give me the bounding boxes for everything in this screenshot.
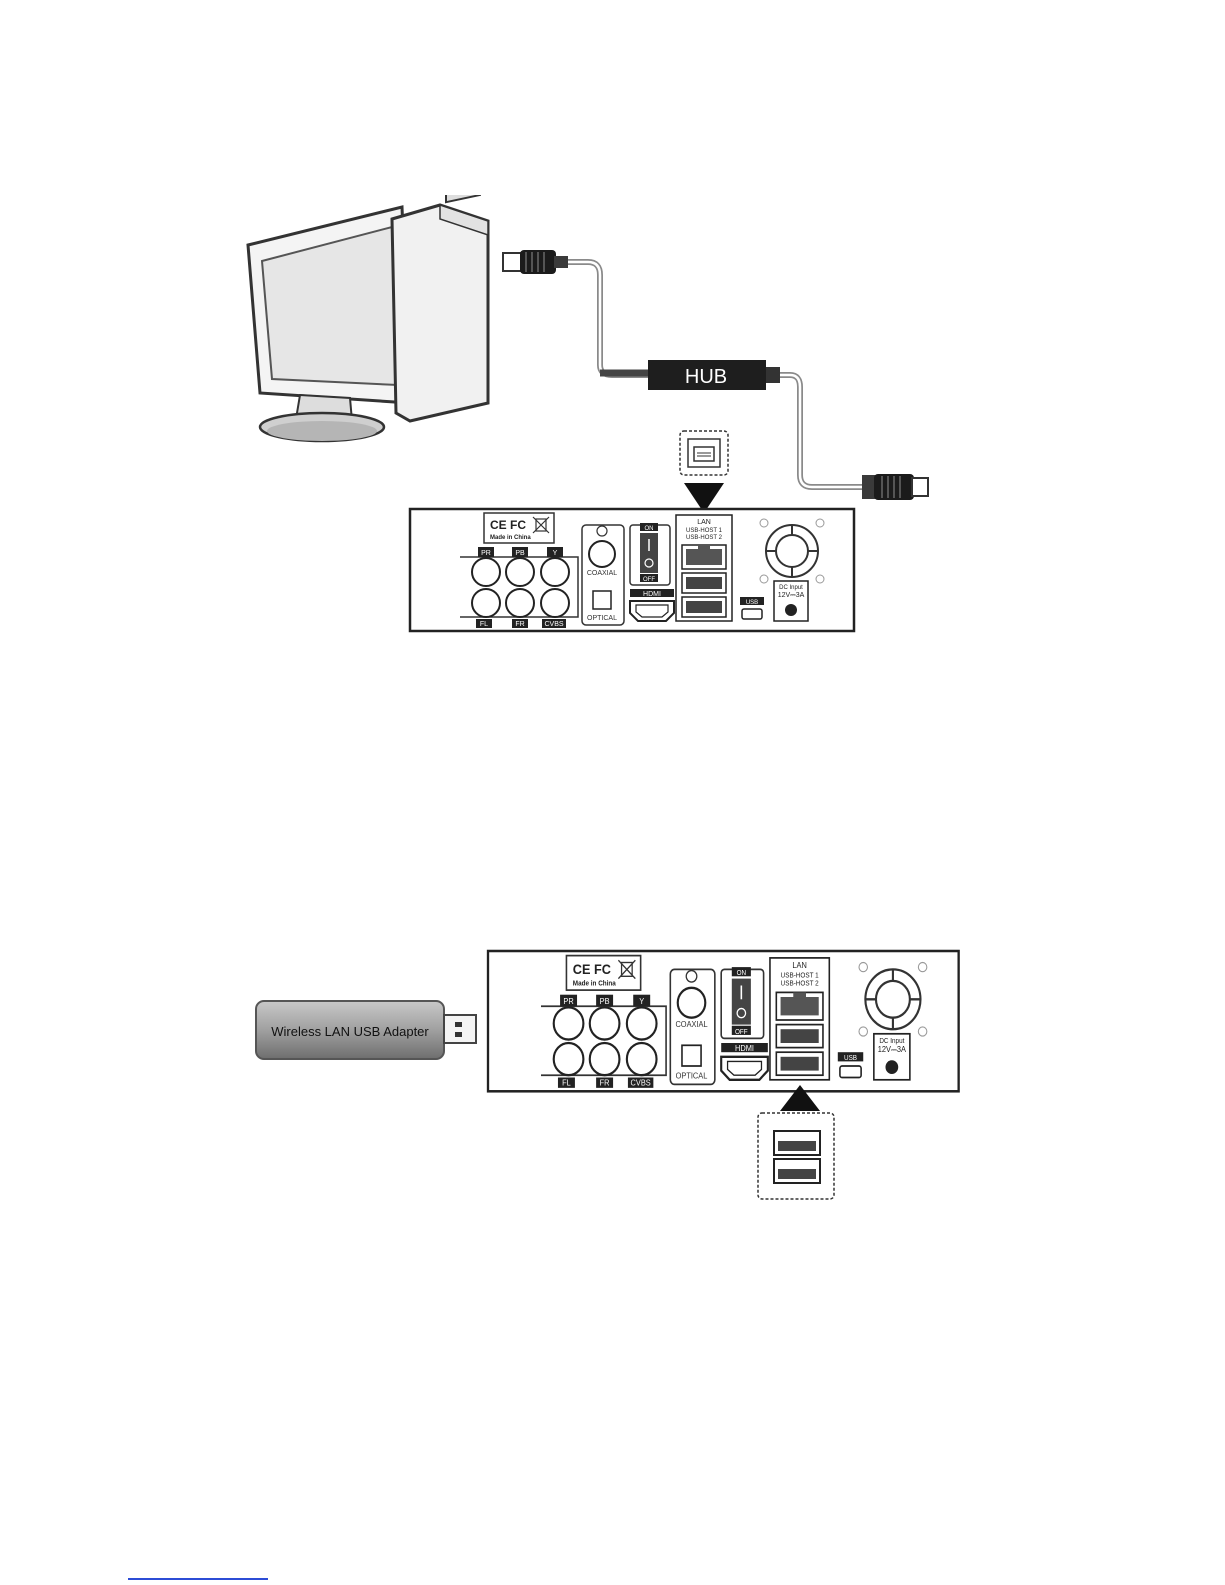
hub-label: HUB <box>685 366 727 388</box>
rca-label-fr: FR <box>600 1078 610 1087</box>
computer-tower-icon <box>392 195 488 421</box>
usb-label: USB <box>844 1055 858 1062</box>
usb-host-2-port[interactable] <box>781 1057 819 1071</box>
rj45-plug-icon <box>503 250 568 274</box>
optical-label: OPTICAL <box>676 1071 708 1080</box>
coaxial-label: COAXIAL <box>587 570 617 577</box>
rca-label-pr: PR <box>563 997 574 1006</box>
wireless-diagram-svg: Wireless LAN USB Adapter CE FC Made in C… <box>0 945 1225 1210</box>
weee-bin-icon <box>618 960 635 978</box>
ethernet-cable-right <box>780 375 866 487</box>
usb-host-1-label: USB-HOST 1 <box>781 972 819 979</box>
made-in-label: Made in China <box>490 535 531 541</box>
usb-label: USB <box>746 600 758 606</box>
switch-off-label: OFF <box>643 577 655 583</box>
usb-port-callout <box>758 1085 834 1199</box>
usb-host-1-port[interactable] <box>686 577 722 589</box>
weee-bin-icon <box>533 517 549 533</box>
lan-port[interactable] <box>686 549 722 565</box>
usb-device-port[interactable] <box>742 609 762 619</box>
dc-rating-label: 12V⎓3A <box>778 592 805 599</box>
dc-input-label: DC Input <box>779 585 803 591</box>
wireless-usb-adapter: Wireless LAN USB Adapter <box>256 1001 476 1059</box>
hdmi-label: HDMI <box>735 1044 754 1053</box>
rca-label-fr: FR <box>515 621 524 628</box>
rca-label-y: Y <box>639 997 644 1006</box>
usb-host-2-label: USB-HOST 2 <box>686 535 723 541</box>
ethernet-cable-left <box>568 262 648 375</box>
rj45-plug-icon <box>862 474 928 500</box>
rca-label-y: Y <box>553 550 558 557</box>
device-back-panel: CE FC Made in China PR PB Y FL FR CVBS C… <box>488 951 959 1091</box>
lan-label: LAN <box>792 961 806 970</box>
optical-label: OPTICAL <box>587 615 617 622</box>
rca-label-pb: PB <box>515 550 525 557</box>
made-in-label: Made in China <box>573 980 616 987</box>
usb-device-port[interactable] <box>840 1066 861 1078</box>
usb-host-2-label: USB-HOST 2 <box>781 980 819 987</box>
rca-label-pr: PR <box>481 550 491 557</box>
coaxial-label: COAXIAL <box>675 1020 708 1029</box>
hdmi-label: HDMI <box>643 591 661 598</box>
switch-on-label: ON <box>645 526 654 532</box>
rca-label-fl: FL <box>480 621 488 628</box>
cert-marks: CE FC <box>490 518 526 532</box>
switch-on-label: ON <box>737 970 747 977</box>
rca-label-pb: PB <box>600 997 610 1006</box>
lan-label: LAN <box>697 519 711 526</box>
rca-label-fl: FL <box>562 1078 571 1087</box>
usb-host-1-label: USB-HOST 1 <box>686 528 723 534</box>
computer-monitor-icon <box>248 207 410 441</box>
lan-diagram-svg: HUB CE FC Made in China PR PB Y <box>0 195 1225 665</box>
usb-host-1-port[interactable] <box>781 1029 819 1043</box>
device-back-panel: CE FC Made in China PR PB Y FL FR CVBS <box>410 509 854 631</box>
dc-power-jack[interactable] <box>886 1060 899 1074</box>
adapter-label: Wireless LAN USB Adapter <box>271 1024 429 1039</box>
rca-label-cvbs: CVBS <box>631 1078 651 1087</box>
lan-port-callout <box>680 431 728 513</box>
dc-rating-label: 12V⎓3A <box>878 1045 907 1054</box>
dc-power-jack[interactable] <box>785 604 797 616</box>
network-hub: HUB <box>600 360 780 390</box>
lan-connection-diagram: HUB CE FC Made in China PR PB Y <box>0 195 1225 665</box>
cert-marks: CE FC <box>573 962 612 978</box>
footer-rule <box>128 1578 268 1580</box>
lan-port[interactable] <box>781 997 819 1015</box>
switch-off-label: OFF <box>735 1029 748 1036</box>
rca-label-cvbs: CVBS <box>544 621 563 628</box>
usb-host-2-port[interactable] <box>686 601 722 613</box>
wireless-usb-diagram: Wireless LAN USB Adapter CE FC Made in C… <box>0 945 1225 1210</box>
